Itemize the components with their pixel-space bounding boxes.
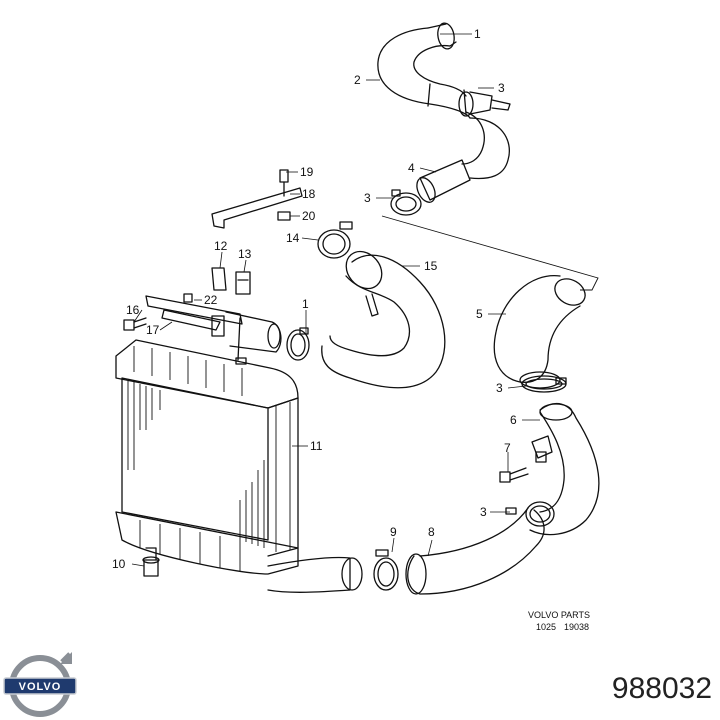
callout-3-top: 3 bbox=[498, 81, 505, 95]
stamp-code-right: 19038 bbox=[564, 622, 589, 632]
callout-16: 16 bbox=[126, 303, 140, 317]
hose-8 bbox=[405, 507, 545, 595]
clamp-1-lower bbox=[286, 327, 310, 361]
callout-6: 6 bbox=[510, 413, 517, 427]
callout-1-lower: 1 bbox=[302, 297, 309, 311]
callout-4: 4 bbox=[408, 161, 415, 175]
assembly-guide-line bbox=[381, 215, 599, 291]
upper-hose-assembly bbox=[377, 22, 511, 180]
callout-10: 10 bbox=[112, 557, 126, 571]
stamp-code-left: 1025 bbox=[536, 622, 556, 632]
intercooler-11 bbox=[115, 339, 299, 577]
callout-18: 18 bbox=[302, 187, 316, 201]
callout-labels: 1 2 3 3 4 3 14 15 1 5 3 6 7 3 8 9 10 11 … bbox=[112, 27, 517, 571]
stamp-line-1: VOLVO PARTS bbox=[528, 610, 590, 620]
callout-12: 12 bbox=[214, 239, 228, 253]
callout-11: 11 bbox=[310, 439, 323, 453]
callout-19: 19 bbox=[300, 165, 314, 179]
part-number: 988032 bbox=[612, 672, 712, 705]
pipe-6 bbox=[529, 402, 600, 536]
callout-20: 20 bbox=[302, 209, 316, 223]
leader-lines bbox=[131, 33, 540, 567]
callout-17: 17 bbox=[146, 323, 160, 337]
callout-3-lower: 3 bbox=[480, 505, 487, 519]
callout-1-top: 1 bbox=[474, 27, 481, 41]
callout-13: 13 bbox=[238, 247, 252, 261]
clamp-3-lower-right bbox=[505, 501, 555, 527]
callout-3-left: 3 bbox=[364, 191, 371, 205]
support-bracket bbox=[211, 169, 303, 229]
callout-22: 22 bbox=[204, 293, 218, 307]
callout-2: 2 bbox=[354, 73, 361, 87]
volvo-logo: VOLVO bbox=[3, 652, 77, 717]
hose-15 bbox=[317, 221, 446, 389]
callout-7: 7 bbox=[504, 441, 511, 455]
callout-9: 9 bbox=[390, 525, 397, 539]
lower-outlet-hose bbox=[267, 556, 363, 593]
diagram-stamp: VOLVO PARTS 1025 19038 bbox=[528, 610, 590, 632]
callout-8: 8 bbox=[428, 525, 435, 539]
callout-15: 15 bbox=[424, 259, 438, 273]
clamp-9 bbox=[373, 549, 399, 591]
callout-14: 14 bbox=[286, 231, 300, 245]
callout-5: 5 bbox=[476, 307, 483, 321]
hose-5 bbox=[493, 275, 586, 389]
connector-pipe bbox=[390, 159, 471, 216]
bolt-7 bbox=[499, 467, 529, 483]
inlet-pipe-and-bracket bbox=[123, 293, 282, 365]
clamp-3-right bbox=[521, 375, 567, 393]
volvo-logo-text: VOLVO bbox=[19, 681, 62, 693]
callout-3-mid: 3 bbox=[496, 381, 503, 395]
